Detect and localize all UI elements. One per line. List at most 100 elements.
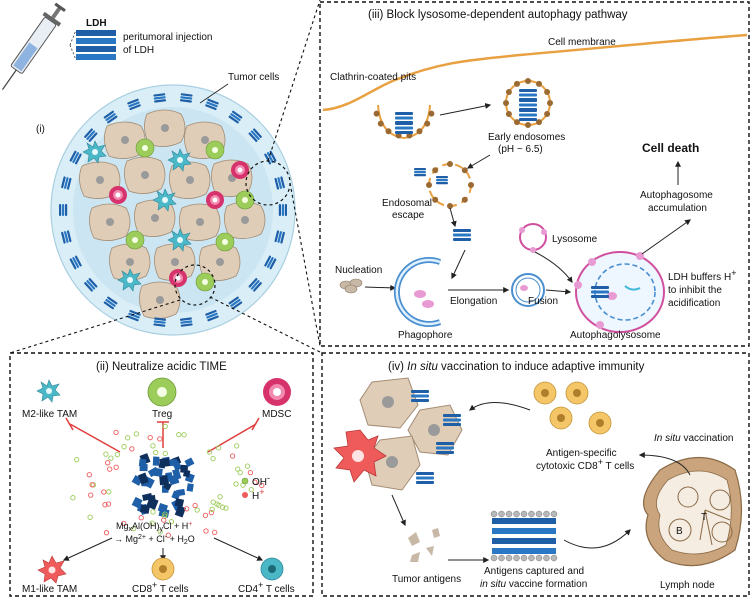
early-endosome — [503, 78, 553, 128]
ldh-particle — [278, 204, 287, 216]
ldh-particle — [153, 317, 167, 327]
fusion-label: Fusion — [528, 296, 558, 307]
clathrin-pit — [373, 104, 435, 140]
lymph-node — [642, 456, 743, 567]
m2-tam-icon — [36, 379, 61, 403]
in-situ-vaccination-label: In situ vaccination — [654, 433, 734, 444]
antigen-specific-label-1: Antigen-specific — [546, 448, 617, 459]
endosomal-escape — [414, 161, 474, 209]
panel-iv-title: (iv) In situ vaccination to induce adapt… — [388, 361, 645, 373]
treg-label: Treg — [152, 409, 172, 420]
mdsc-label: MDSC — [262, 409, 291, 420]
cd8-label: CD8+ T cells — [132, 580, 189, 595]
tumor-antigens-label: Tumor antigens — [392, 574, 461, 585]
lysosome-label: Lysosome — [552, 234, 598, 245]
oh-dot — [241, 477, 249, 485]
tumor-cells-label: Tumor cells — [228, 72, 279, 83]
ctl-icon-4 — [588, 411, 612, 435]
clathrin-label: Clathrin-coated pits — [330, 72, 416, 83]
m2-tam-label: M2-like TAM — [22, 409, 77, 420]
treg-cell — [125, 230, 145, 250]
ctl-icon-1 — [533, 381, 557, 405]
ldh-particle — [153, 93, 167, 103]
cell-death-label: Cell death — [642, 141, 699, 155]
antigen-ldh-complex — [490, 510, 558, 562]
zoom-circle-2 — [174, 264, 216, 306]
cd4-tcell-icon — [260, 557, 284, 581]
treg-cell — [205, 140, 225, 160]
ldh-buffers-label-3: acidification — [668, 298, 720, 309]
cd4-label: CD4+ T cells — [238, 580, 295, 595]
lysosome — [519, 223, 547, 253]
tumor-cell — [88, 203, 131, 242]
endosomal-escape-label-2: escape — [392, 210, 425, 221]
panel-iii-frame — [319, 1, 750, 347]
ldh-particle — [179, 93, 193, 103]
mdsc-cell — [206, 191, 224, 209]
tumor-panel — [50, 84, 296, 336]
panel-iv-frame — [321, 352, 750, 597]
panel-ii-title: (ii) Neutralize acidic TIME — [96, 361, 227, 373]
panel-iii-title: (iii) Block lysosome-dependent autophagy… — [368, 9, 628, 21]
antigen-specific-label-2: cytotoxic CD8+ T cells — [536, 457, 634, 472]
elongation-label: Elongation — [450, 296, 497, 307]
treg-cell — [235, 190, 255, 210]
autophagosome — [511, 273, 545, 307]
injection-caption-1: peritumoral injection — [123, 32, 213, 43]
h-label: H+ — [252, 487, 265, 502]
tumor-cells-pointer — [199, 83, 229, 104]
phagophore — [393, 257, 442, 327]
ldh-particle-cloud — [131, 453, 195, 518]
autophagolysosome — [574, 251, 665, 333]
lymph-node-b: B — [676, 526, 683, 537]
inhibition-lines — [65, 417, 260, 453]
treg-cell — [215, 232, 235, 252]
cell-membrane-line — [322, 33, 748, 112]
captured-label-2: in situ vaccine formation — [480, 579, 587, 590]
tumor-antigens-icon — [408, 528, 440, 562]
cell-membrane-label: Cell membrane — [548, 37, 616, 48]
autophagosome-accum-label-1: Autophagosome — [640, 190, 713, 201]
ldh-label: LDH — [86, 18, 107, 29]
syringe-icon — [1, 2, 66, 90]
early-endosome-label-1: Early endosomes — [488, 132, 565, 143]
ctl-icon-2 — [565, 381, 589, 405]
endosomal-escape-label-1: Endosomal — [382, 198, 432, 209]
reaction-line-1: MgxAl(OH)yCl + H+ — [116, 521, 192, 533]
mdsc-cell — [109, 186, 127, 204]
h-dot — [242, 492, 248, 498]
mdsc-cell — [231, 161, 249, 179]
ctl-icon-3 — [549, 406, 573, 430]
tumor-cluster-iv — [359, 377, 463, 491]
tumor-cell — [138, 281, 181, 320]
mdsc-cell — [169, 269, 187, 287]
m1-tam-icon — [37, 555, 67, 584]
ion-dots — [70, 423, 265, 538]
autophagosome-accum-label-2: accumulation — [648, 203, 707, 214]
nucleation-vesicles — [339, 278, 363, 294]
nucleation-label: Nucleation — [335, 265, 382, 276]
ldh-particle — [179, 317, 193, 327]
m1-tam-label: M1-like TAM — [22, 584, 77, 595]
panel-i-label: (i) — [36, 124, 45, 135]
reaction-line-2: → Mg2+ + Cl- + H2O — [114, 534, 195, 546]
treg-icon — [147, 377, 177, 407]
ldh-particle — [59, 204, 68, 216]
dying-tumor-cell — [333, 429, 387, 483]
captured-label-1: Antigens captured and — [484, 566, 584, 577]
mdsc-icon — [263, 378, 291, 406]
autophagolysosome-label: Autophagolysosome — [570, 330, 661, 341]
lymph-node-t: T — [701, 512, 707, 523]
injection-caption-2: of LDH — [123, 45, 154, 56]
oh-label: OH- — [252, 473, 270, 488]
early-endosome-label-2: (pH ~ 6.5) — [498, 144, 543, 155]
treg-cell — [135, 138, 155, 158]
phagophore-label: Phagophore — [398, 330, 453, 341]
tumor-cell — [123, 156, 166, 195]
treg-cell — [195, 272, 215, 292]
ldh-stack-icon — [69, 29, 116, 61]
cd8-tcell-icon — [151, 557, 175, 581]
ldh-buffers-label-1: LDH buffers H+ — [668, 268, 736, 283]
